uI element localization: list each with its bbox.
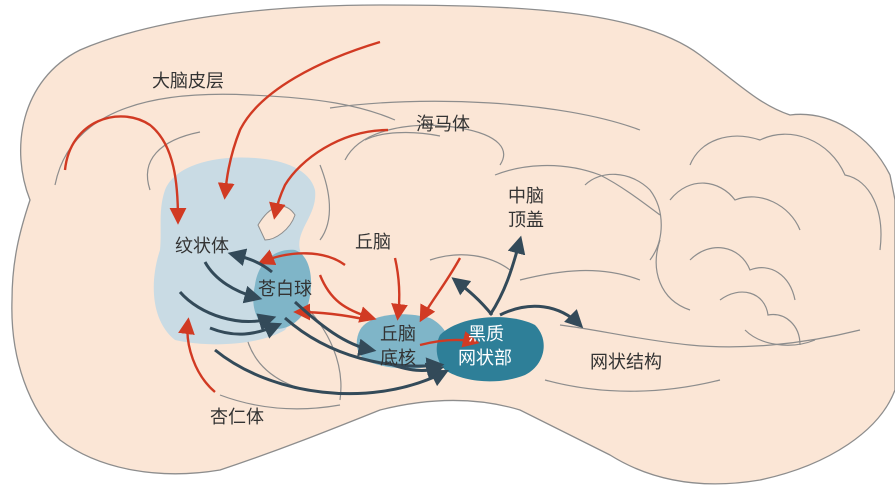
- label-subthalamic-line1: 丘脑: [380, 324, 416, 345]
- label-hippocampus: 海马体: [416, 114, 470, 135]
- label-midbrain-line1: 中脑: [508, 186, 544, 207]
- label-nigra-line1: 黑质: [468, 324, 504, 345]
- label-cortex: 大脑皮层: [152, 71, 224, 92]
- label-reticular-formation: 网状结构: [590, 352, 662, 373]
- label-subthalamic-line2: 底核: [380, 348, 416, 369]
- label-thalamus: 丘脑: [355, 232, 391, 253]
- label-midbrain-line2: 顶盖: [508, 210, 544, 231]
- brain-outline: [12, 5, 895, 484]
- label-amygdala: 杏仁体: [210, 407, 264, 428]
- label-nigra-line2: 网状部: [458, 348, 512, 369]
- label-globus-pallidus: 苍白球: [258, 279, 312, 300]
- label-striatum: 纹状体: [175, 236, 229, 257]
